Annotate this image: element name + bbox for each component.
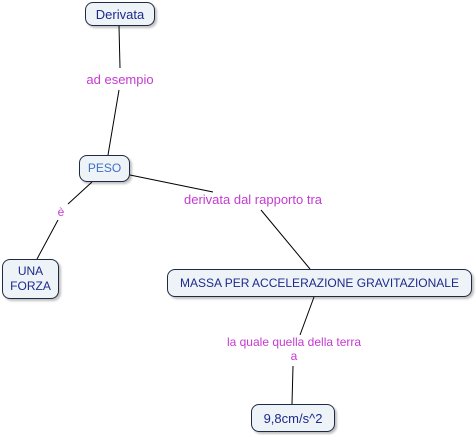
node-derivata[interactable]: Derivata (85, 2, 155, 26)
node-peso-label: PESO (87, 161, 122, 175)
connector-derivatadal-massa (260, 209, 311, 270)
link-label-la-quale: la quale quella della terra a (210, 335, 378, 363)
node-una-forza[interactable]: UNA FORZA (2, 259, 59, 299)
link-label-la-quale-line1: la quale quella della terra (226, 335, 362, 349)
connector-peso-e (67, 181, 93, 205)
node-valore[interactable]: 9,8cm/s^2 (251, 404, 335, 432)
link-label-derivata-dal: derivata dal rapporto tra (173, 193, 333, 207)
link-label-ad-esempio: ad esempio (82, 73, 158, 87)
connector-derivata-adesempio (118, 25, 121, 69)
connector-laquale-valore (291, 365, 294, 405)
connector-massa-laquale (299, 296, 315, 336)
node-valore-label: 9,8cm/s^2 (263, 410, 323, 426)
node-massa-label: MASSA PER ACCELERAZIONE GRAVITAZIONALE (180, 275, 459, 290)
connector-adesempio-peso (107, 89, 120, 156)
node-una-forza-label: UNA FORZA (10, 264, 51, 293)
node-peso[interactable]: PESO (79, 155, 130, 182)
connector-e-forza (36, 219, 59, 260)
link-label-la-quale-line2: a (290, 349, 298, 363)
link-label-e: è (54, 205, 68, 219)
connector-peso-derivatadal (129, 174, 214, 193)
node-derivata-label: Derivata (95, 6, 145, 22)
node-massa[interactable]: MASSA PER ACCELERAZIONE GRAVITAZIONALE (167, 269, 472, 297)
